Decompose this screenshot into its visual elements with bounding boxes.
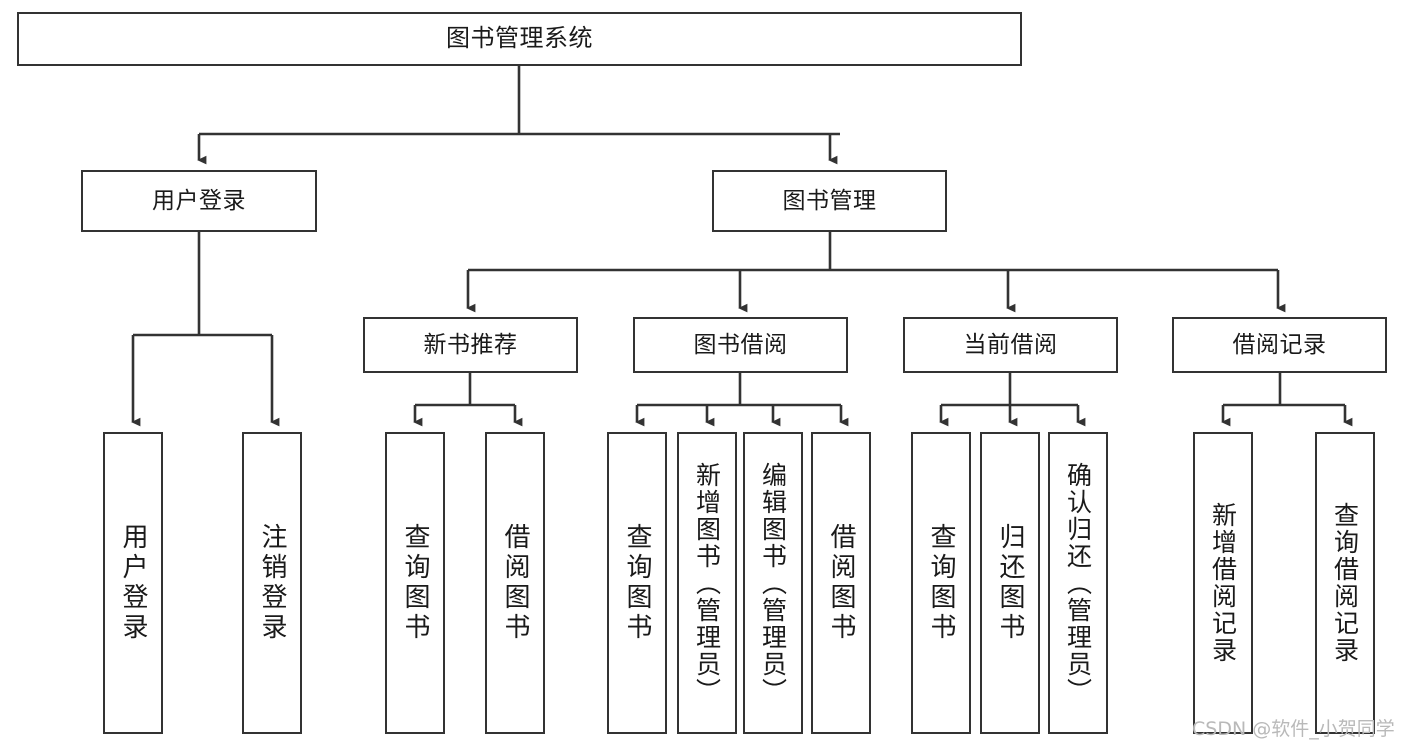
node-label: 注销登录 xyxy=(257,523,287,643)
node-label: 新增图书（管理员） xyxy=(692,461,722,705)
leaf-new-book-query[interactable]: 查询图书 xyxy=(385,432,445,734)
leaf-borrow-record-add[interactable]: 新增借阅记录 xyxy=(1193,432,1253,734)
node-label: 借阅记录 xyxy=(1232,331,1327,358)
node-label: 查询图书 xyxy=(400,523,430,643)
leaf-borrow-record-query[interactable]: 查询借阅记录 xyxy=(1315,432,1375,734)
leaf-user-login-login[interactable]: 用户登录 xyxy=(103,432,163,734)
leaf-book-borrow-borrow[interactable]: 借阅图书 xyxy=(811,432,871,734)
leaf-current-borrow-return[interactable]: 归还图书 xyxy=(980,432,1040,734)
node-label: 借阅图书 xyxy=(500,523,530,643)
leaf-user-login-logout[interactable]: 注销登录 xyxy=(242,432,302,734)
leaf-current-borrow-query[interactable]: 查询图书 xyxy=(911,432,971,734)
node-current-borrow[interactable]: 当前借阅 xyxy=(903,317,1118,373)
node-label: 用户登录 xyxy=(152,187,246,214)
node-label: 确认归还（管理员） xyxy=(1063,461,1093,705)
leaf-current-borrow-confirm-admin[interactable]: 确认归还（管理员） xyxy=(1048,432,1108,734)
node-user-login[interactable]: 用户登录 xyxy=(81,170,317,232)
leaf-book-borrow-add-admin[interactable]: 新增图书（管理员） xyxy=(677,432,737,734)
node-label: 查询图书 xyxy=(622,523,652,643)
node-label: 图书管理 xyxy=(782,187,877,214)
node-new-book-recommend[interactable]: 新书推荐 xyxy=(363,317,578,373)
node-label: 用户登录 xyxy=(118,523,148,643)
node-book-management[interactable]: 图书管理 xyxy=(712,170,947,232)
node-label: 当前借阅 xyxy=(963,331,1058,358)
leaf-book-borrow-query[interactable]: 查询图书 xyxy=(607,432,667,734)
node-book-borrow[interactable]: 图书借阅 xyxy=(633,317,848,373)
leaf-new-book-borrow[interactable]: 借阅图书 xyxy=(485,432,545,734)
node-label: 查询图书 xyxy=(926,523,956,643)
node-label: 新增借阅记录 xyxy=(1208,502,1238,664)
node-label: 图书借阅 xyxy=(693,331,788,358)
node-label: 归还图书 xyxy=(995,523,1025,643)
node-borrow-record[interactable]: 借阅记录 xyxy=(1172,317,1387,373)
node-label: 借阅图书 xyxy=(826,523,856,643)
node-root-book-management-system[interactable]: 图书管理系统 xyxy=(17,12,1022,66)
node-label: 编辑图书（管理员） xyxy=(758,461,788,705)
leaf-book-borrow-edit-admin[interactable]: 编辑图书（管理员） xyxy=(743,432,803,734)
node-label: 查询借阅记录 xyxy=(1330,502,1360,664)
node-label: 新书推荐 xyxy=(423,331,518,358)
node-label: 图书管理系统 xyxy=(446,24,593,53)
csdn-watermark: CSDN @软件_小贺同学 xyxy=(1192,718,1395,740)
